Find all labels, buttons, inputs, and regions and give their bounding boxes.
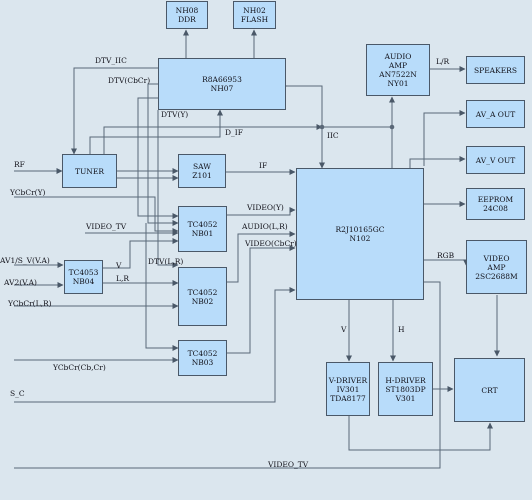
label-rgb: RGB — [437, 251, 455, 260]
label-audio-lr: AUDIO(L,R) — [242, 222, 288, 231]
label-dtv-lr: DTV(L,R) — [148, 257, 184, 266]
label-h-out: H — [398, 325, 405, 334]
av-v-out-block: AV_V OUT — [466, 146, 525, 174]
label-ycbcr-cbcr: YCbCr(Cb,Cr) — [53, 363, 106, 372]
label-lr-mid: L,R — [116, 274, 130, 283]
tuner-block: TUNER — [62, 154, 117, 188]
label-video-cbcr: VIDEO(CbCr) — [245, 239, 297, 248]
label-v-out: V — [341, 325, 347, 334]
label-dtv-iic: DTV_IIC — [95, 56, 127, 65]
label-av2: AV2(V.A) — [4, 278, 37, 287]
av-a-out-block: AV_A OUT — [466, 100, 525, 128]
label-if: IF — [259, 161, 268, 170]
label-lr-right: L/R — [436, 57, 450, 66]
label-dtv-cbcr: DTV(CbCr) — [108, 76, 151, 85]
label-video-tv-bottom: VIDEO_TV — [268, 460, 309, 469]
label-ycbcr-y: YCbCr(Y) — [10, 188, 46, 197]
speakers-block: SPEAKERS — [466, 56, 525, 84]
junction-dot — [319, 124, 325, 130]
label-iic: IIC — [327, 131, 339, 140]
label-v: V — [116, 261, 122, 270]
junction-dot — [389, 124, 395, 130]
label-av1-s-v: AV1/S_V(V.A) — [0, 256, 50, 265]
label-video-y: VIDEO(Y) — [247, 203, 284, 212]
label-video-tv-top: VIDEO_TV — [86, 222, 127, 231]
label-d-if: D_IF — [225, 128, 243, 137]
label-dtv-y: DTV(Y) — [161, 110, 189, 119]
label-rf: RF — [14, 160, 25, 169]
label-ycbcr-lr: YCbCr(L,R) — [8, 299, 52, 308]
label-s-c: S_C — [10, 389, 25, 398]
crt-block: CRT — [454, 358, 525, 422]
